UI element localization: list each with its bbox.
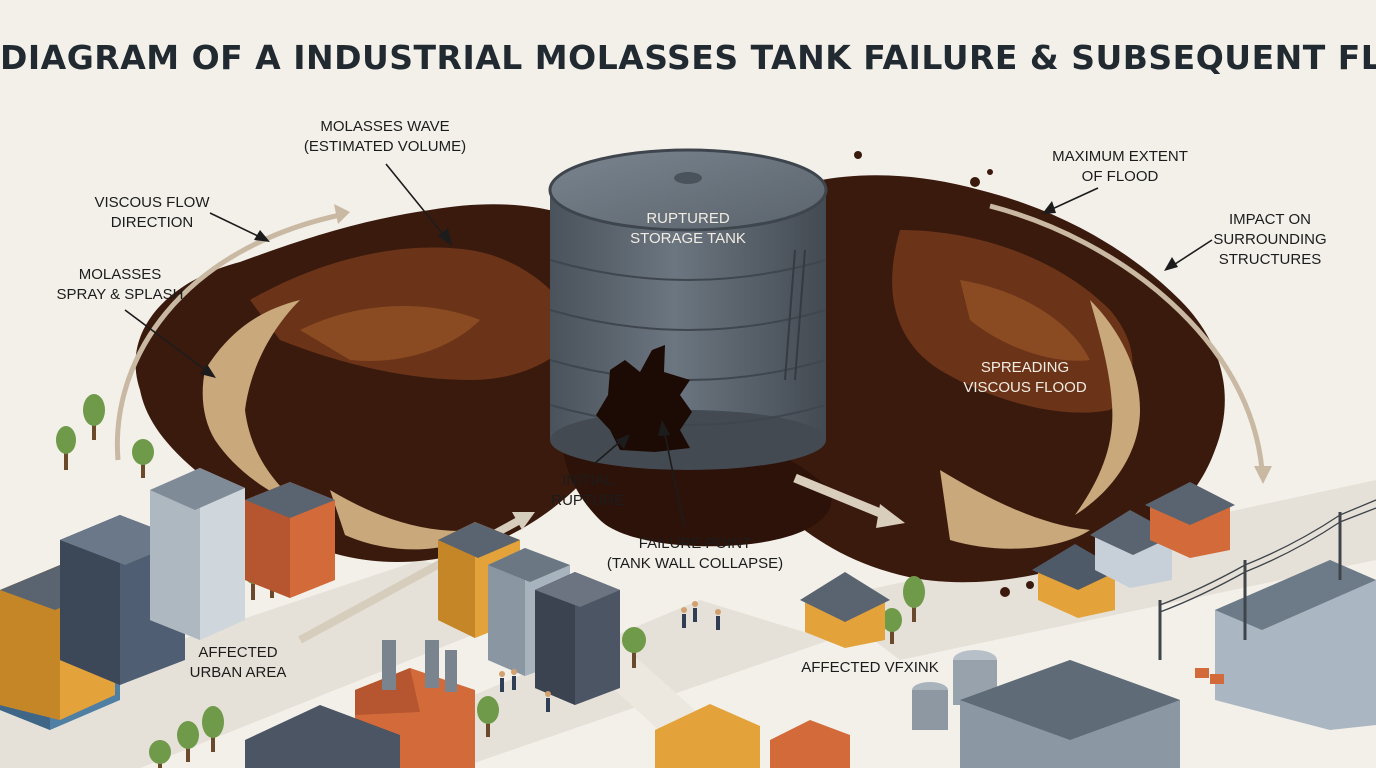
label-affected-right: AFFECTED VFXINK xyxy=(801,659,939,676)
center-urban-buildings xyxy=(245,522,850,768)
people xyxy=(499,601,721,712)
trees xyxy=(56,394,925,768)
flow-direction-arrows xyxy=(114,203,1272,644)
flow-arrow-left-icon xyxy=(114,212,341,461)
foam-edge-right xyxy=(1075,300,1140,515)
rupture-hole xyxy=(596,345,692,452)
left-urban-buildings xyxy=(0,468,335,730)
molasses-flood xyxy=(135,151,1225,597)
ruptured-storage-tank xyxy=(548,148,828,470)
diagram-title: DIAGRAM OF A INDUSTRIAL MOLASSES TANK FA… xyxy=(0,38,1376,77)
label-failure-point: FAILURE POINT(TANK WALL COLLAPSE) xyxy=(606,535,784,572)
callout-leader-lines xyxy=(124,163,1213,527)
flow-arrow-flood-icon xyxy=(793,473,887,520)
label-molasses-wave: MOLASSES WAVE(ESTIMATED VOLUME) xyxy=(303,118,467,155)
flow-arrow-right-icon xyxy=(989,203,1265,471)
foam-edge-left xyxy=(202,300,300,505)
right-structures xyxy=(800,482,1376,768)
